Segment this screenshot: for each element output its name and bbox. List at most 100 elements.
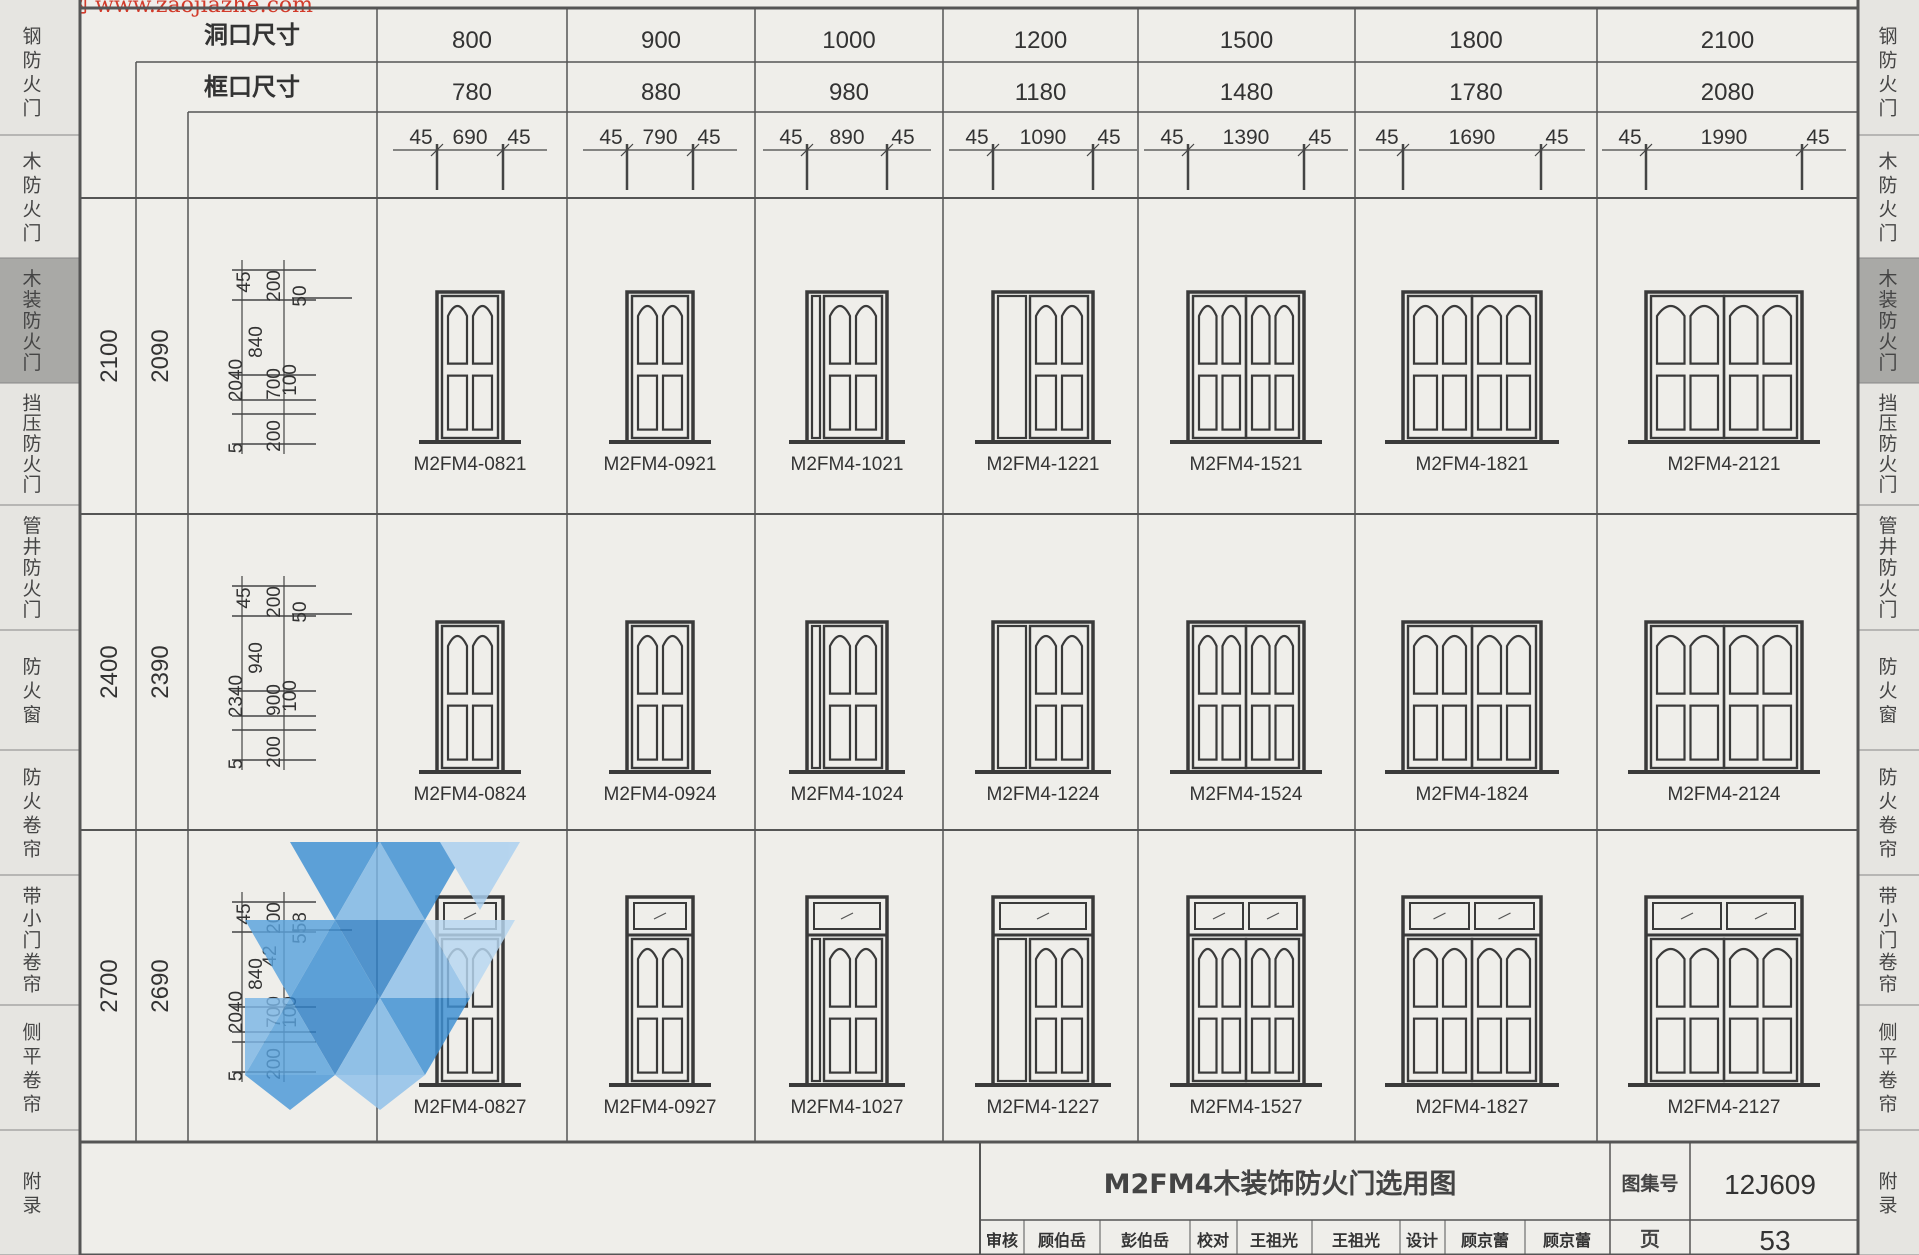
door-panel-upper [854,634,878,695]
door-M2FM4-1521: M2FM4-1521 [1170,290,1322,475]
door-panel-lower [1689,1017,1720,1074]
dim-arrow [986,143,1000,157]
left-tab-5[interactable]: 防火窗 [22,656,41,726]
door-leaf [1406,624,1474,770]
door-panel-upper [1655,304,1686,365]
door-side-leaf [810,624,822,770]
door-panel-lower [1250,704,1271,761]
door-panel-upper [1441,634,1468,695]
door-panel-upper [1197,634,1218,695]
door-panel-lower [1441,704,1468,761]
door-M2FM4-1827: M2FM4-1827 [1385,895,1559,1118]
dim-arrow [620,143,634,157]
door-panel-upper [1505,947,1532,1008]
page-number: 53 [1759,1225,1790,1255]
door-code: M2FM4-1821 [1416,454,1529,475]
right-tab-4[interactable]: 管井防火门 [1878,515,1897,621]
dim-arrow [686,143,700,157]
drawing-title: M2FM4木装饰防火门选用图 [1104,1169,1457,1200]
left-tab-strip [0,0,82,1255]
door-code: M2FM4-1224 [987,784,1100,805]
door-code: M2FM4-1027 [791,1097,904,1118]
right-tab-1[interactable]: 木防火门 [1878,151,1897,245]
door-leaf [1191,937,1248,1083]
door-panel-lower [1505,704,1532,761]
width-dim-mid: 1390 [1223,126,1270,149]
glass-mark [1433,912,1446,920]
door-panel-lower [854,704,878,761]
door-leaf [1649,937,1726,1083]
frame-width-1180: 1180 [1015,79,1067,106]
door-side-leaf [810,294,822,440]
left-tab-6[interactable]: 防火卷帘 [22,767,41,861]
door-panel-lower [1197,704,1218,761]
door-panel-upper [1655,947,1686,1008]
left-tab-8[interactable]: 侧平卷帘 [22,1022,41,1116]
door-leaf [1406,294,1474,440]
door-leaf [630,624,690,770]
door-M2FM4-1024: M2FM4-1024 [789,620,905,805]
left-tab-3[interactable]: 挡压防火门 [22,392,41,496]
right-tab-9[interactable]: 附录 [1878,1171,1897,1217]
door-panel-lower [1505,1017,1532,1074]
title-block [979,1142,1858,1255]
width-dim-left: 45 [1618,126,1641,149]
door-code: M2FM4-0924 [604,784,717,805]
door-panel-upper [1689,634,1720,695]
width-dim-right: 45 [1806,126,1829,149]
opening-width-1500: 1500 [1220,27,1273,54]
left-tab-labels: 钢防火门木防火门木装防火门挡压防火门管井防火门防火窗防火卷帘带小门卷帘侧平卷帘附… [0,26,80,1255]
door-panel-lower [1250,1017,1271,1074]
left-tab-9[interactable]: 附录 [22,1171,41,1217]
door-leaf [1244,624,1301,770]
door-panel-lower [1476,704,1503,761]
door-panel-lower [828,1017,852,1074]
width-dim-mid: 1990 [1701,126,1748,149]
right-tab-5[interactable]: 防火窗 [1878,656,1897,726]
door-transom-glass [1652,902,1722,930]
opening-width-2100: 2100 [1701,27,1754,54]
door-panel-upper [1034,634,1058,695]
door-panel-lower [471,1017,494,1074]
door-leaf [1722,624,1799,770]
opening-width-1200: 1200 [1014,27,1067,54]
vdim-upper: 50 [290,601,311,622]
right-tab-8[interactable]: 侧平卷帘 [1878,1022,1897,1116]
left-tab-4[interactable]: 管井防火门 [22,515,41,621]
vdim-total: 2040 [226,991,247,1033]
door-frame [991,290,1095,444]
right-tab-3[interactable]: 挡压防火门 [1878,392,1897,496]
vdim-base: 5 [226,759,247,770]
door-code: M2FM4-1227 [987,1097,1100,1118]
frame-width-980: 980 [829,79,869,106]
right-tab-2[interactable]: 木装防火门 [1878,268,1897,374]
dim-arrow [800,143,814,157]
door-M2FM4-1224: M2FM4-1224 [975,620,1111,805]
left-tab-1[interactable]: 木防火门 [22,151,41,245]
opening-width-1800: 1800 [1449,27,1502,54]
vdim-rail: 200 [264,586,285,618]
door-M2FM4-1027: M2FM4-1027 [789,895,905,1118]
door-leaf [822,294,884,440]
door-panel-lower [446,374,469,431]
right-tab-7[interactable]: 带小门卷帘 [1878,886,1897,996]
right-tab-0[interactable]: 钢防火门 [1878,26,1897,120]
door-leaf [1649,624,1726,770]
vdim-bottom: 200 [264,736,285,768]
door-panel-lower [661,374,684,431]
signer-6: 设计 [1406,1231,1438,1250]
opening-height: 2100 [96,329,123,382]
left-tab-2[interactable]: 木装防火门 [22,268,41,374]
left-tab-0[interactable]: 钢防火门 [22,26,41,120]
door-code: M2FM4-2124 [1668,784,1781,805]
vdim-upper: 50 [290,285,311,306]
door-M2FM4-1527: M2FM4-1527 [1170,895,1322,1118]
left-tab-7[interactable]: 带小门卷帘 [22,886,41,996]
door-panel-lower [854,374,878,431]
right-tab-6[interactable]: 防火卷帘 [1878,767,1897,861]
door-panel-upper [1274,304,1295,365]
door-M2FM4-1824: M2FM4-1824 [1385,620,1559,805]
door-M2FM4-2124: M2FM4-2124 [1628,620,1820,805]
door-panel-lower [1412,1017,1439,1074]
door-panel-lower [1197,374,1218,431]
